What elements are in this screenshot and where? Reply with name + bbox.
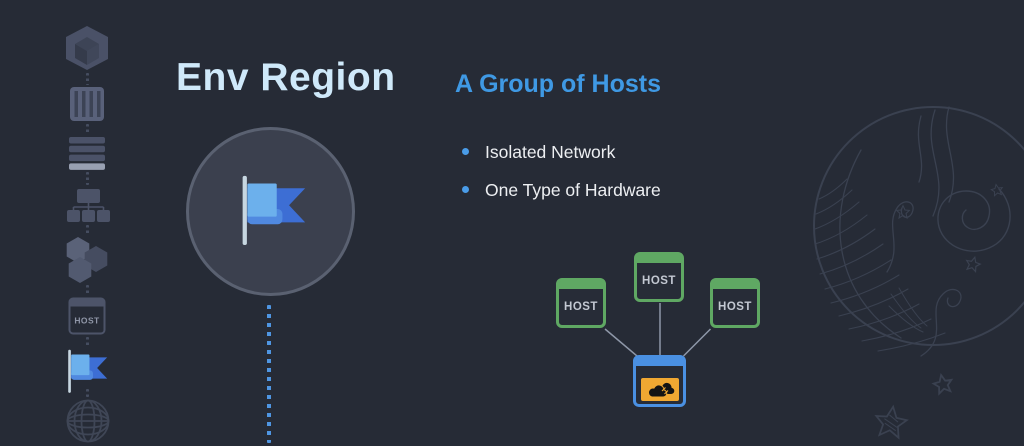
sidebar-dotted-separator — [86, 337, 89, 347]
sidebar-dotted-separator — [86, 389, 89, 397]
sidebar-item-container[interactable] — [69, 86, 105, 122]
flag-icon — [68, 349, 108, 393]
host-node-label: HOST — [718, 301, 752, 313]
sidebar-dotted-separator — [86, 172, 89, 185]
host-node-header — [559, 281, 603, 289]
bullet-dot — [462, 186, 469, 193]
sidebar-dotted-separator — [86, 124, 89, 135]
sidebar-item-host[interactable]: HOST — [68, 297, 106, 335]
stack-icon — [69, 137, 105, 170]
moon-illustration — [813, 106, 1024, 440]
bullet-list: Isolated Network One Type of Hardware — [462, 141, 661, 217]
host-node: HOST — [556, 278, 606, 328]
star-icon — [895, 183, 1004, 273]
host-node-header — [637, 255, 681, 263]
host-node-label: HOST — [564, 301, 598, 313]
host-node-header — [713, 281, 757, 289]
globe-icon — [66, 399, 110, 443]
region-node-badge — [640, 378, 679, 401]
region-node — [633, 355, 686, 407]
container-icon — [70, 87, 104, 121]
page-title: Env Region — [176, 56, 396, 99]
diagram-connector-lines — [604, 303, 712, 357]
list-item: One Type of Hardware — [462, 179, 661, 201]
sidebar-dotted-separator — [86, 285, 89, 295]
host-window-icon: HOST — [68, 297, 106, 335]
section-heading: A Group of Hosts — [455, 70, 662, 98]
dotted-connector-line — [267, 305, 271, 443]
region-node-header — [636, 358, 683, 366]
sidebar-item-flag[interactable] — [64, 348, 109, 394]
flag-icon — [242, 175, 306, 246]
bullet-dot — [462, 148, 469, 155]
sidebar-item-hexagon-cluster[interactable] — [63, 237, 111, 283]
sidebar-item-tree[interactable] — [66, 188, 111, 223]
env-region-circle — [186, 127, 355, 296]
bullet-text: One Type of Hardware — [485, 180, 661, 200]
sidebar-dotted-separator — [86, 225, 89, 235]
hexagon-cube-icon — [66, 26, 108, 70]
cloud-icon — [647, 381, 675, 397]
host-node-label: HOST — [642, 275, 676, 287]
sidebar-item-stack[interactable] — [69, 137, 105, 170]
list-item: Isolated Network — [462, 141, 661, 163]
hexagon-cluster-icon — [66, 237, 108, 283]
host-node: HOST — [634, 252, 684, 302]
sidebar-item-globe[interactable] — [66, 398, 110, 443]
tree-icon — [67, 189, 110, 222]
star-icon — [874, 372, 954, 440]
sidebar-item-hexagon-cube[interactable] — [63, 25, 111, 71]
sidebar-dotted-separator — [86, 73, 89, 85]
sidebar-host-label: HOST — [74, 316, 100, 326]
host-node: HOST — [710, 278, 760, 328]
bullet-text: Isolated Network — [485, 142, 616, 162]
